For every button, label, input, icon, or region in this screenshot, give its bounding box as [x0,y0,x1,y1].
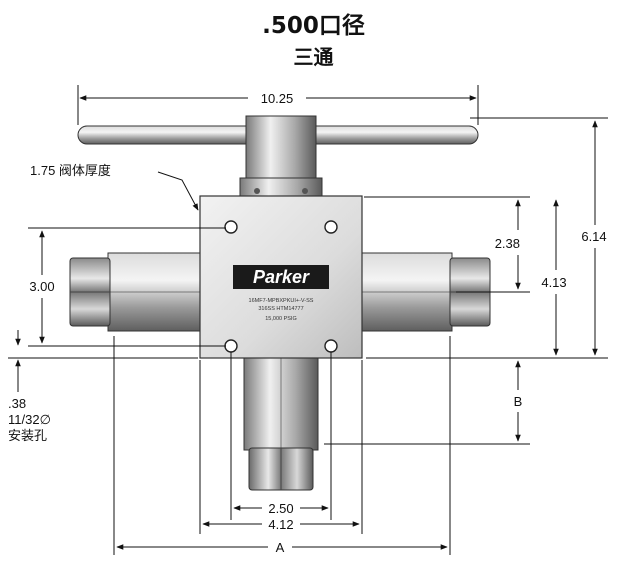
dim-overall-width: A [276,540,285,555]
dim-hole-offset: .38 [8,396,26,411]
bottom-port-fitting [243,357,319,491]
dim-handle-width: 10.25 [261,91,294,106]
nameplate-line2: 316SS HTM14777 [258,306,303,312]
nameplate-line3: 15,000 PSIG [265,316,297,322]
dim-body-to-hole: 4.13 [541,275,566,290]
page-title: .500口径 [262,13,365,39]
page-subtitle: 三通 [293,45,334,69]
mounting-hole [224,339,238,353]
right-port-fitting [359,252,491,332]
dim-hole-size: 11/32∅ [8,412,51,427]
valve-body: Parker 16MF7-MPBXPKUI+-V-SS 316SS HTM147… [199,195,363,359]
dim-body-thickness: 1.75 阀体厚度 [30,163,111,178]
nameplate-line1: 16MF7-MPBXPKUI+-V-SS [249,298,314,304]
mounting-hole [324,339,338,353]
dimension-lines [8,85,608,555]
dim-hole-label: 安装孔 [8,428,47,443]
mounting-hole [224,220,238,234]
dim-hole-spacing-vertical: 2.38 [495,236,520,251]
dim-overall-height: 6.14 [581,229,606,244]
dim-hole-spacing-horizontal: 2.50 [268,501,293,516]
brand-logo: Parker [253,267,310,287]
dim-port-height: 3.00 [29,279,54,294]
dimension-labels: 10.25 1.75 阀体厚度 2.38 6.14 4.13 3.00 .38 … [8,91,607,555]
dim-bottom-port-length: B [514,394,523,409]
t-handle [77,115,479,199]
mounting-hole [324,220,338,234]
dim-body-width: 4.12 [268,517,293,532]
left-port-fitting [69,252,201,332]
